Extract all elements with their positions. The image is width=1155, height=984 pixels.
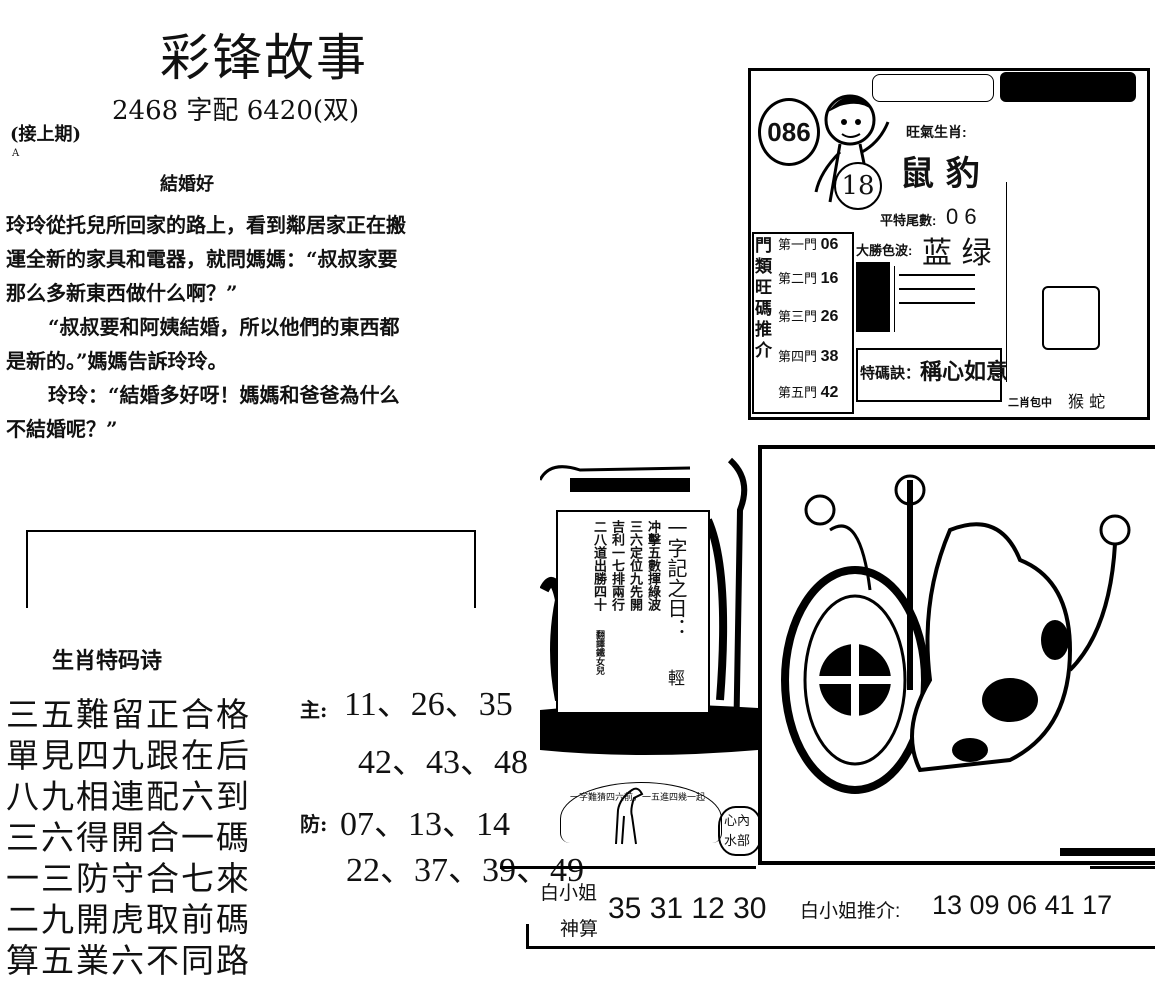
color-label: 大勝色波: — [856, 243, 913, 258]
bottom-label: 二肖包中 — [1008, 397, 1052, 409]
secret-label: 特碼訣： — [860, 365, 921, 382]
continued-note: (接上期) — [10, 124, 82, 145]
poem-line: 一三防守合七來 — [6, 859, 251, 898]
story-paragraph: 玲玲從托兒所回家的路上，看到鄰居家正在搬運全新的家具和電器，就問媽媽：“叔叔家要… — [6, 213, 406, 305]
small-mark: A — [12, 148, 20, 159]
badge-number: 18 — [834, 162, 882, 210]
ship-signature: 翻譯鐵女兒 — [594, 630, 604, 675]
story-paragraph: “叔叔要和阿姨結婚，所以他們的東西都是新的。”媽媽告訴玲玲。 — [6, 315, 400, 373]
talisman-picture — [758, 445, 1155, 865]
rat-talisman-illustration — [781, 474, 1131, 794]
bottom-right-label: 白小姐推介: — [800, 901, 901, 922]
gate-value: 06 — [820, 236, 839, 253]
subtitle: 2468 字配 6420(双) — [112, 96, 360, 126]
poem-line: 八九相連配六到 — [6, 777, 251, 816]
bracket-frame — [26, 530, 476, 608]
tail-label: 平特尾數: — [880, 213, 937, 228]
tail-value: 0 6 — [946, 204, 977, 229]
secret-box — [856, 348, 1002, 402]
gate-label: 第三門 — [778, 309, 818, 324]
poem-line: 二九開虎取前碼 — [6, 900, 251, 939]
stamp-line: 心內 — [724, 813, 751, 828]
wang-label: 旺氣生肖: — [906, 124, 967, 140]
ship-verse: 二八道出勝四十 — [591, 520, 606, 611]
color-value: 蓝 绿 — [922, 236, 992, 271]
gate-row: 第一門 06 — [778, 234, 838, 254]
gate-row: 第四門 38 — [778, 346, 838, 366]
gate-row: 第二門 16 — [778, 268, 838, 288]
ship-word: 輕 — [668, 669, 685, 689]
ship-title: 一字記之日： — [664, 518, 688, 638]
story-paragraph: 玲玲：“結婚多好呀！媽媽和爸爸為什么不結婚呢？” — [6, 383, 400, 441]
gate-label: 第二門 — [778, 271, 818, 286]
ship-scroll — [556, 510, 710, 714]
main-codes-row: 42、43、48 — [358, 744, 528, 781]
bottom-numbers: 35 31 12 30 — [608, 892, 767, 925]
zodiac-value: 鼠 豹 — [900, 154, 980, 194]
bottom-left-top: 白小姐 — [540, 883, 598, 904]
gate-label: 第五門 — [778, 385, 818, 400]
bottom-value: 猴 蛇 — [1068, 392, 1106, 411]
ship-verse: 冲擊五數揮綠波 — [645, 520, 660, 611]
card-number: 086 — [758, 98, 820, 166]
card-header-bubble — [872, 74, 994, 102]
gates-title: 門類旺碼推介 — [755, 236, 772, 361]
divider-line — [500, 866, 580, 869]
scribble-area — [894, 266, 979, 332]
picture-bottom-bar — [1060, 848, 1155, 856]
ship-verse: 三六定位九先開 — [627, 520, 642, 611]
bottom-base-line — [526, 946, 1155, 949]
main-codes-row: 11、26、35 — [344, 686, 513, 723]
gate-value: 38 — [820, 348, 839, 365]
dark-block — [856, 262, 890, 332]
stamp-line: 水部 — [724, 833, 751, 848]
poem-line: 三五難留正合格 — [6, 695, 251, 734]
bottom-top-line-right — [1090, 866, 1155, 869]
ship-verse: 吉利一七排兩行 — [609, 520, 624, 611]
bottom-left-edge — [526, 924, 529, 948]
poem-line: 算五業六不同路 — [6, 941, 251, 980]
story-body: 玲玲從托兒所回家的路上，看到鄰居家正在搬運全新的家具和電器，就問媽媽：“叔叔家要… — [6, 208, 411, 446]
side-panel — [1006, 182, 1139, 382]
poem-heading: 生肖特码诗 — [52, 648, 163, 674]
gates-box — [752, 232, 854, 414]
gate-row: 第三門 26 — [778, 306, 838, 326]
poem-line: 三六得開合一碼 — [6, 818, 251, 857]
gate-value: 16 — [820, 270, 839, 287]
mascot-icon — [814, 94, 890, 203]
story-heading: 結婚好 — [160, 174, 214, 195]
main-label: 主: — [300, 698, 328, 722]
poem-lines: 三五難留正合格 單見四九跟在后 八九相連配六到 三六得開合一碼 一三防守合七來 … — [6, 694, 251, 981]
page-title: 彩锋故事 — [160, 29, 368, 87]
secret-value: 稱心如意 — [920, 359, 1009, 385]
gate-value: 42 — [820, 384, 839, 401]
horse-icon — [615, 787, 644, 845]
gate-label: 第一門 — [778, 237, 818, 252]
gate-value: 26 — [820, 308, 839, 325]
gate-label: 第四門 — [778, 349, 818, 364]
bottom-top-line — [546, 866, 756, 869]
figure-icon — [1042, 286, 1100, 350]
poem-line: 單見四九跟在后 — [6, 736, 251, 775]
card-header-bar — [1000, 72, 1136, 102]
gate-row: 第五門 42 — [778, 382, 838, 402]
bottom-right-numbers: 13 09 06 41 17 — [932, 890, 1113, 920]
bottom-left-bottom: 神算 — [560, 919, 599, 940]
guard-codes-row: 07、13、14 — [340, 806, 510, 843]
guard-codes-row: 22、37、39、49 — [346, 852, 584, 889]
guard-label: 防: — [300, 812, 328, 836]
